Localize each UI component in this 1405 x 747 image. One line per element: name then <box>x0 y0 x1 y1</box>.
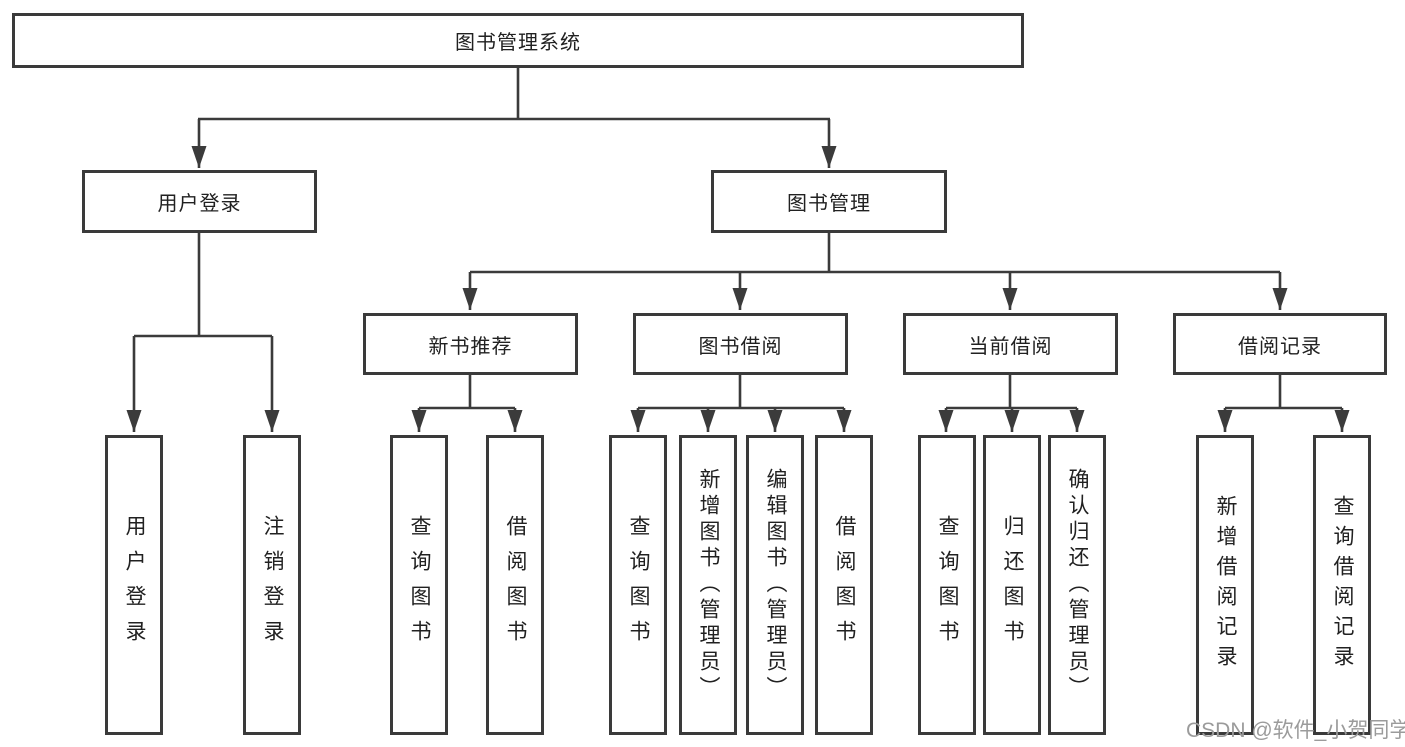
leaf-add-borrow-record: 新增借阅记录 <box>1196 435 1254 735</box>
leaf-return-books: 归还图书 <box>983 435 1041 735</box>
node-user-login: 用户登录 <box>82 170 317 233</box>
leaf-confirm-return-admin: 确认归还（管理员） <box>1048 435 1106 735</box>
leaf-add-books-admin: 新增图书（管理员） <box>679 435 737 735</box>
node-borrow-records: 借阅记录 <box>1173 313 1387 375</box>
leaf-edit-books-admin: 编辑图书（管理员） <box>746 435 804 735</box>
node-book-borrow: 图书借阅 <box>633 313 848 375</box>
node-new-book-recommend: 新书推荐 <box>363 313 578 375</box>
leaf-query-books-borrow: 查询图书 <box>609 435 667 735</box>
leaf-query-books-current: 查询图书 <box>918 435 976 735</box>
leaf-query-borrow-record: 查询借阅记录 <box>1313 435 1371 735</box>
node-current-borrow: 当前借阅 <box>903 313 1118 375</box>
leaf-borrow-books-recommend: 借阅图书 <box>486 435 544 735</box>
leaf-query-books-recommend: 查询图书 <box>390 435 448 735</box>
leaf-logout: 注销登录 <box>243 435 301 735</box>
node-book-management: 图书管理 <box>711 170 947 233</box>
node-root-library-system: 图书管理系统 <box>12 13 1024 68</box>
csdn-watermark: CSDN @软件_小贺同学 <box>1186 719 1405 742</box>
leaf-user-login: 用户登录 <box>105 435 163 735</box>
leaf-borrow-books: 借阅图书 <box>815 435 873 735</box>
